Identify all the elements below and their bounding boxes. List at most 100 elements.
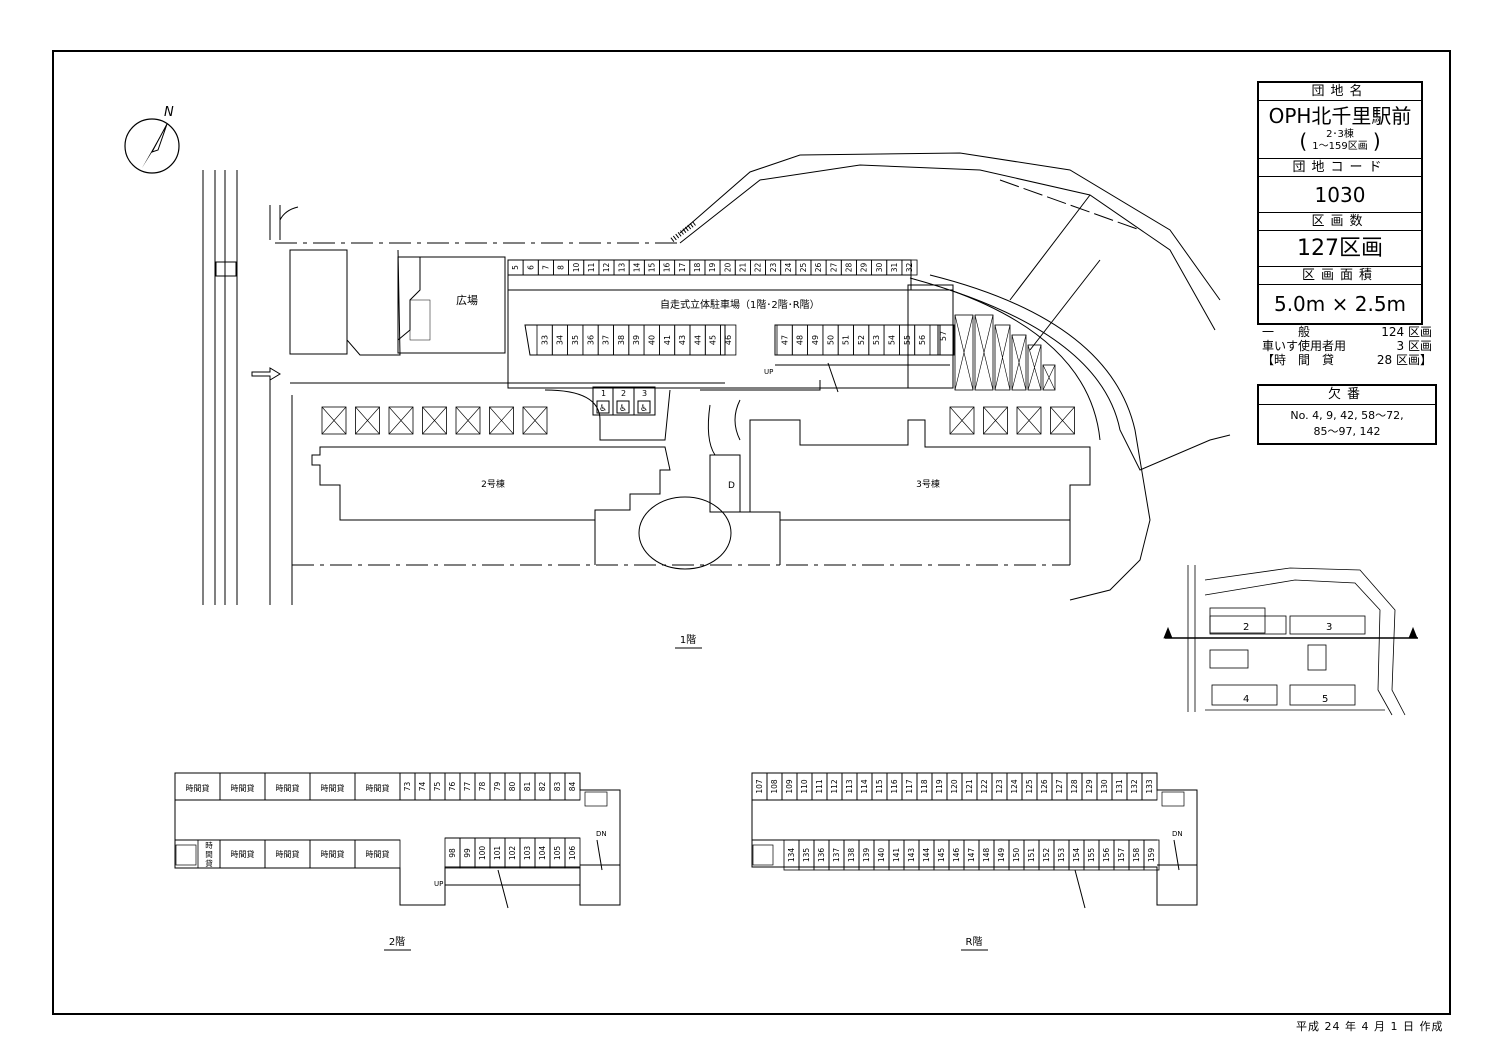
space-number: 148 bbox=[982, 848, 991, 863]
space-number: 74 bbox=[418, 782, 427, 792]
space-number: 113 bbox=[845, 779, 854, 794]
space-number: 5 bbox=[511, 265, 520, 270]
unavailable-slot bbox=[522, 406, 548, 435]
space-number: 79 bbox=[493, 782, 502, 792]
x-mark-icon bbox=[321, 406, 347, 435]
parking-space bbox=[901, 259, 918, 276]
space-number: 40 bbox=[648, 335, 657, 345]
space-number: 109 bbox=[785, 779, 794, 794]
accessible-1: 1 bbox=[601, 389, 606, 398]
space-number: 51 bbox=[842, 335, 851, 345]
space-area: 5.0m × 2.5m bbox=[1273, 292, 1407, 316]
missing-header: 欠番 bbox=[1259, 386, 1435, 405]
space-number: 135 bbox=[802, 848, 811, 863]
x-mark-icon bbox=[422, 406, 447, 435]
space-number: 19 bbox=[708, 263, 717, 273]
missing-line2: 85～97, 142 bbox=[1313, 425, 1381, 438]
space-number: 104 bbox=[538, 846, 547, 861]
space-number: 158 bbox=[1132, 848, 1141, 863]
space-number: 35 bbox=[571, 335, 580, 345]
up-label-2f: UP bbox=[434, 880, 443, 888]
x-mark-icon bbox=[954, 314, 974, 391]
space-number: 32 bbox=[905, 263, 914, 273]
space-number: 50 bbox=[826, 335, 835, 345]
space-number: 14 bbox=[632, 263, 641, 273]
space-number: 12 bbox=[602, 263, 611, 273]
space-number: 7 bbox=[542, 265, 551, 270]
dn-label-2f: DN bbox=[596, 830, 607, 838]
space-number: 102 bbox=[508, 846, 517, 861]
floorR-label: R階 bbox=[966, 936, 983, 948]
keymap-2: 2 bbox=[1243, 622, 1249, 633]
space-number: 120 bbox=[950, 779, 959, 794]
space-number: 49 bbox=[811, 335, 820, 345]
unavailable-slot bbox=[455, 406, 481, 435]
space-number: 47 bbox=[780, 335, 789, 345]
plaza-label: 広場 bbox=[456, 294, 478, 307]
complex-name-cell: OPH北千里駅前 ( 2･3棟 1～159区画 ) bbox=[1259, 101, 1421, 159]
space-number: 27 bbox=[829, 263, 838, 273]
space-number: 152 bbox=[1042, 848, 1051, 863]
parking-space bbox=[564, 837, 581, 869]
svg-text:♿: ♿ bbox=[599, 404, 607, 414]
space-number: 119 bbox=[935, 779, 944, 794]
unavailable-slot bbox=[983, 406, 1008, 435]
floor1-side-space: 57 bbox=[937, 324, 955, 356]
hourly-label: 時間貸 bbox=[366, 783, 390, 793]
space-number: 39 bbox=[632, 335, 641, 345]
unavailable-slot bbox=[954, 314, 974, 391]
space-number: 108 bbox=[770, 779, 779, 794]
space-number: 28 bbox=[845, 263, 854, 273]
area-header: 区画面積 bbox=[1259, 267, 1421, 285]
space-number: 154 bbox=[1072, 848, 1081, 863]
floor2-label: 2階 bbox=[389, 936, 405, 948]
x-mark-icon bbox=[1016, 406, 1042, 435]
space-number: 137 bbox=[832, 848, 841, 863]
space-number: 8 bbox=[557, 265, 566, 270]
space-number: 105 bbox=[553, 846, 562, 861]
wheelchair-icon: ♿ bbox=[596, 400, 610, 414]
space-number: 114 bbox=[860, 779, 869, 794]
plaza: 広場 bbox=[397, 256, 506, 354]
floor1-label: 1階 bbox=[680, 634, 696, 646]
x-mark-icon bbox=[949, 406, 975, 435]
space-number: 123 bbox=[995, 779, 1004, 794]
space-number: 75 bbox=[433, 782, 442, 792]
up-label-1f: UP bbox=[764, 368, 773, 376]
space-number: 129 bbox=[1085, 779, 1094, 794]
space-number: 133 bbox=[1145, 779, 1154, 794]
keymap-5: 5 bbox=[1322, 694, 1328, 705]
space-number: 81 bbox=[523, 782, 532, 792]
count-header: 区画数 bbox=[1259, 213, 1421, 231]
hourly-label: 時間貸 bbox=[321, 849, 345, 859]
space-number: 10 bbox=[572, 263, 581, 273]
info-box: 団地名 OPH北千里駅前 ( 2･3棟 1～159区画 ) 団地コード 1030… bbox=[1257, 81, 1423, 325]
hourly-label-char: 間 bbox=[205, 850, 213, 859]
parking-space bbox=[564, 772, 581, 801]
space-number: 111 bbox=[815, 779, 824, 794]
space-number: 38 bbox=[617, 335, 626, 345]
space-number: 134 bbox=[787, 848, 796, 863]
site-outline bbox=[202, 152, 1231, 605]
space-number: 48 bbox=[796, 335, 805, 345]
space-number: 100 bbox=[478, 846, 487, 861]
space-number: 26 bbox=[814, 263, 823, 273]
accessible-3: 3 bbox=[642, 389, 647, 398]
space-number: 23 bbox=[769, 263, 778, 273]
unavailable-slot bbox=[1050, 406, 1075, 435]
space-number: 132 bbox=[1130, 779, 1139, 794]
space-number: 45 bbox=[709, 335, 718, 345]
x-mark-icon bbox=[1050, 406, 1075, 435]
space-number: 117 bbox=[905, 779, 914, 794]
space-number: 139 bbox=[862, 848, 871, 863]
north-label: N bbox=[164, 105, 174, 120]
space-number: 144 bbox=[922, 848, 931, 863]
space-number: 82 bbox=[538, 782, 547, 792]
